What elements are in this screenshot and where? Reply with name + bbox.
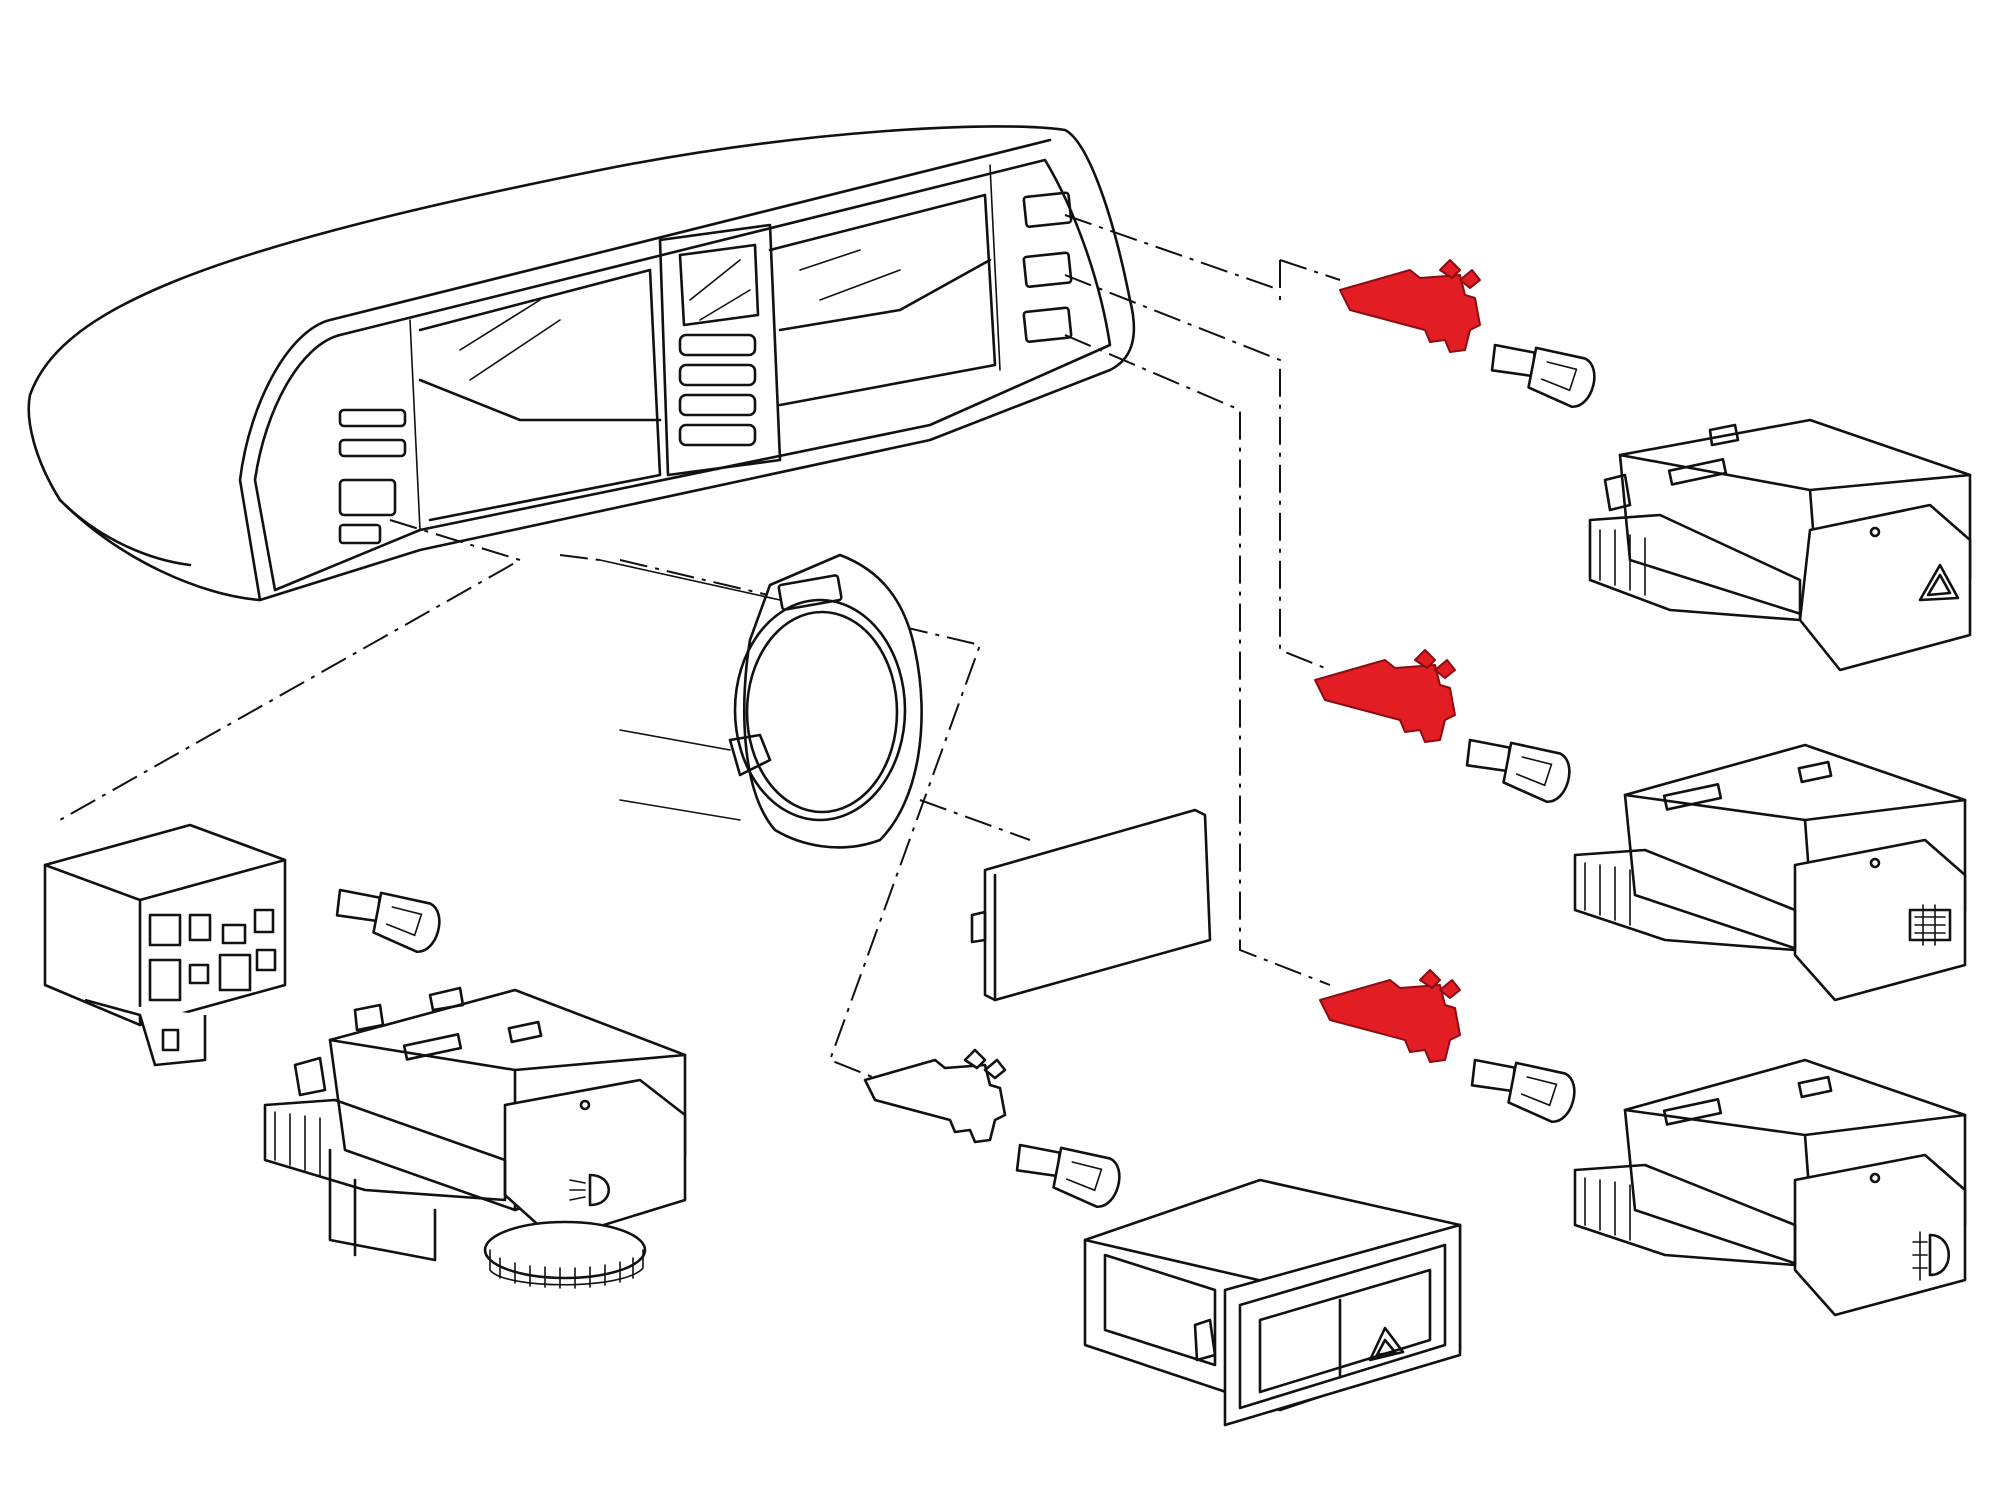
instrument-cluster-housing — [27, 125, 1136, 602]
bulb-holder-4 — [863, 1048, 1007, 1144]
wedge-bulb-5 — [335, 888, 441, 954]
bulb-holder-3 — [1319, 969, 1461, 1063]
wedge-bulb-3 — [1470, 1058, 1576, 1124]
bulb-holder-1 — [1339, 259, 1481, 353]
hazard-switch-right — [1588, 418, 1972, 672]
steering-column-trim-ring — [599, 553, 923, 849]
switch-connector — [43, 823, 287, 1067]
fog-light-switch — [1573, 1058, 1967, 1317]
headlight-switch — [263, 986, 687, 1289]
headlight-icon — [569, 1173, 610, 1207]
rear-fog-icon — [1912, 1231, 1951, 1281]
blank-cover-plate — [970, 808, 1212, 1002]
wedge-bulb-4 — [1015, 1143, 1121, 1209]
bulb-holder-2 — [1314, 649, 1456, 743]
rear-defrost-icon — [1908, 904, 1952, 946]
rear-defrost-switch — [1573, 743, 1967, 1002]
hazard-triangle-icon — [1918, 563, 1960, 602]
hazard-switch-front — [1083, 1178, 1462, 1427]
hazard-triangle-icon — [1368, 1326, 1405, 1362]
leader-lines — [59, 214, 1341, 1081]
wedge-bulb-2 — [1465, 738, 1571, 804]
wedge-bulb-1 — [1490, 343, 1596, 409]
